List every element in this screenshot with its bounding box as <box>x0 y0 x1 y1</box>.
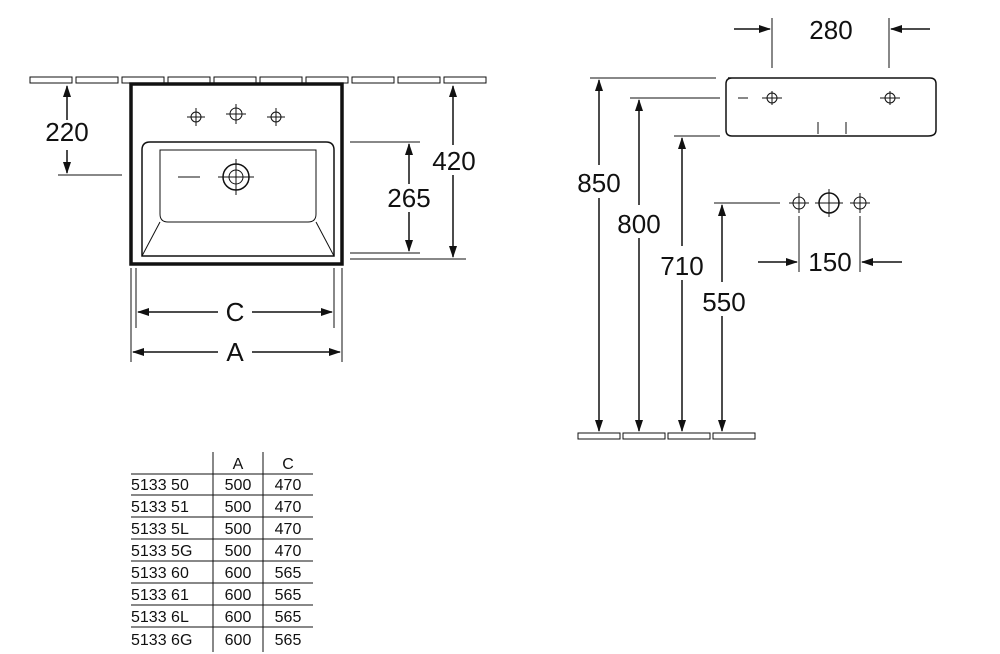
svg-text:5133 61: 5133 61 <box>131 587 189 604</box>
dim-label-265: 265 <box>387 183 430 213</box>
dim-label-800: 800 <box>617 209 660 239</box>
floor-line <box>577 432 756 440</box>
svg-text:5133 6L: 5133 6L <box>131 609 189 626</box>
table-header-a: A <box>233 456 244 473</box>
svg-text:565: 565 <box>275 587 302 604</box>
svg-text:500: 500 <box>225 499 252 516</box>
wall-line <box>29 76 487 84</box>
dim-220: 220 <box>45 85 122 176</box>
table-row: 5133 51 500 470 <box>131 499 313 518</box>
dim-label-220: 220 <box>45 117 88 147</box>
dimension-table: A C 5133 50 500 470 5133 51 500 470 5133… <box>131 452 313 652</box>
dim-800: 800 <box>617 97 720 432</box>
svg-text:5133 5L: 5133 5L <box>131 521 189 538</box>
tap-hole-icon <box>226 104 246 124</box>
dim-label-420: 420 <box>432 146 475 176</box>
table-row: 5133 61 600 565 <box>131 587 313 606</box>
svg-text:500: 500 <box>225 477 252 494</box>
svg-text:600: 600 <box>225 587 252 604</box>
dim-label-c: C <box>226 297 245 327</box>
dim-label-280: 280 <box>809 15 852 45</box>
dim-label-710: 710 <box>660 251 703 281</box>
svg-text:565: 565 <box>275 632 302 649</box>
waste-pipe-icon <box>815 189 843 217</box>
dim-265: 265 <box>350 141 431 254</box>
table-header-c: C <box>282 456 294 473</box>
dim-850: 850 <box>577 77 716 432</box>
tap-hole-icon <box>187 108 205 126</box>
dim-550: 550 <box>702 202 780 432</box>
table-row: 5133 6G 600 565 <box>131 632 301 649</box>
supply-valve-icon <box>850 193 870 213</box>
dim-280: 280 <box>734 15 930 68</box>
svg-text:470: 470 <box>275 543 302 560</box>
side-view: 280 850 800 710 <box>577 15 937 440</box>
svg-text:470: 470 <box>275 477 302 494</box>
svg-text:500: 500 <box>225 521 252 538</box>
dim-420: 420 <box>350 85 476 260</box>
tap-hole-icon <box>267 108 285 126</box>
basin-outline <box>129 82 344 266</box>
svg-text:600: 600 <box>225 565 252 582</box>
dim-label-a: A <box>226 337 244 367</box>
supply-valve-icon <box>789 193 809 213</box>
table-row: 5133 6L 600 565 <box>131 609 313 628</box>
dim-150: 150 <box>758 216 902 277</box>
basin-side-profile <box>725 77 937 137</box>
svg-text:5133 5G: 5133 5G <box>131 543 192 560</box>
dim-label-850: 850 <box>577 168 620 198</box>
svg-text:470: 470 <box>275 521 302 538</box>
svg-text:600: 600 <box>225 632 252 649</box>
dim-label-550: 550 <box>702 287 745 317</box>
svg-text:5133 50: 5133 50 <box>131 477 189 494</box>
dim-label-150: 150 <box>808 247 851 277</box>
svg-text:565: 565 <box>275 565 302 582</box>
table-row: 5133 5G 500 470 <box>131 543 313 562</box>
svg-text:600: 600 <box>225 609 252 626</box>
svg-text:5133 51: 5133 51 <box>131 499 189 516</box>
svg-text:500: 500 <box>225 543 252 560</box>
drain-icon <box>178 159 254 195</box>
svg-text:5133 6G: 5133 6G <box>131 632 192 649</box>
front-view: 220 420 265 C <box>29 76 487 367</box>
table-row: 5133 60 600 565 <box>131 565 313 584</box>
dim-710: 710 <box>660 135 720 432</box>
tap-hole-icon <box>738 91 782 105</box>
tap-hole-icon <box>880 91 900 105</box>
table-row: 5133 50 500 470 <box>131 477 313 496</box>
dim-c: C <box>135 268 335 328</box>
svg-text:470: 470 <box>275 499 302 516</box>
dim-a: A <box>130 268 343 367</box>
table-row: 5133 5L 500 470 <box>131 521 313 540</box>
svg-text:565: 565 <box>275 609 302 626</box>
svg-text:5133 60: 5133 60 <box>131 565 189 582</box>
basin-bowl <box>141 141 335 257</box>
